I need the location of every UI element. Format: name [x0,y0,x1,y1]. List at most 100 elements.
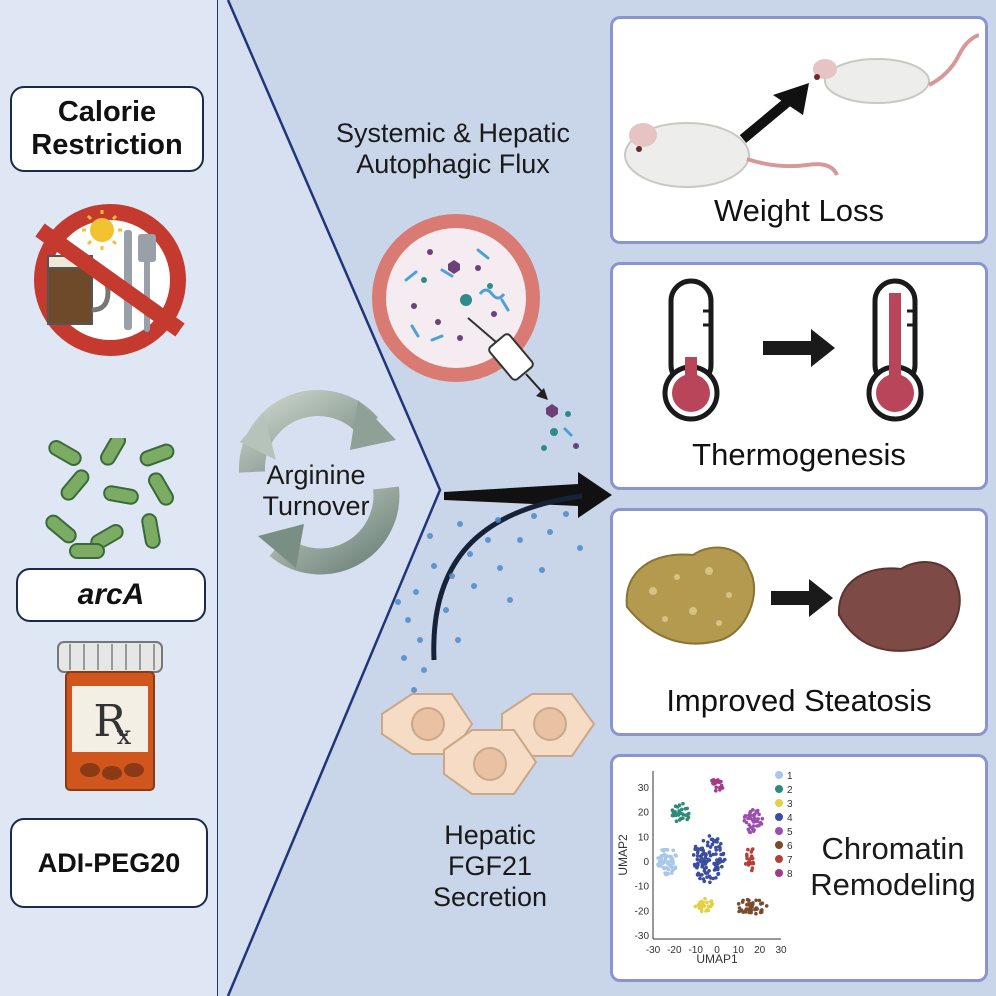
umap-point [677,809,681,813]
umap-point [700,873,704,877]
umap-point [721,852,725,857]
umap-legend-swatch [775,827,783,835]
umap-point [698,900,702,905]
weight-loss-label: Weight Loss [713,193,884,228]
umap-point [681,812,685,817]
umap-point [671,868,676,872]
umap-point [700,864,704,869]
umap-point [680,807,684,812]
umap-point [723,857,727,862]
umap-point [693,904,698,909]
main-arrow [444,472,612,518]
umap-point [663,858,668,863]
umap-point [696,849,700,853]
umap-point [707,834,712,838]
umap-point [717,780,722,785]
umap-point [754,819,759,823]
umap-legend-swatch [775,869,783,877]
umap-point [745,856,749,861]
umap-point [702,904,706,908]
umap-point [708,853,713,858]
umap-point [693,847,697,851]
umap-point [659,854,663,858]
cycle-arrows-icon [238,390,400,575]
umap-point [703,897,707,901]
umap-point [670,808,675,812]
fgf21-curve-arrow [431,493,583,661]
umap-point [749,910,753,915]
umap-point [708,880,712,885]
umap-point [695,865,699,870]
umap-point [748,813,753,817]
umap-ylabel: UMAP2 [616,834,630,876]
umap-point [706,904,711,909]
umap-y-tick: 0 [643,857,649,868]
chevron-line [226,0,442,996]
umap-point [695,854,700,858]
umap-point [708,845,713,849]
umap-point [692,862,697,867]
umap-point [720,864,724,869]
umap-point [681,801,685,806]
umap-point [741,898,745,903]
umap-point [681,816,685,820]
umap-legend-label: 1 [787,771,793,782]
umap-x-tick: 20 [754,945,766,956]
arginine-turnover-label: Arginine Turnover [262,460,370,522]
umap-point [704,871,708,875]
steatosis-label: Improved Steatosis [666,683,932,718]
umap-point [701,848,706,853]
umap-point [686,812,690,817]
umap-legend-label: 8 [787,869,793,880]
umap-point [714,852,718,856]
umap-x-tick: -20 [667,945,682,956]
fgf21-secretion-label: Hepatic FGF21 Secretion [432,820,548,913]
umap-point [755,824,759,828]
umap-point [716,865,720,870]
chevron-region [218,0,440,996]
umap-point [704,909,708,913]
umap-point [697,906,701,910]
umap-point [757,898,762,903]
umap-x-tick: -30 [646,945,661,956]
umap-point [748,810,752,815]
umap-point [695,857,700,862]
umap-point [683,807,688,811]
umap-point [702,852,706,856]
umap-point [711,876,715,881]
umap-point [704,865,708,870]
umap-point [707,858,712,862]
umap-point [742,815,747,819]
umap-y-tick: -30 [635,931,650,942]
bacteria-icon [45,438,175,559]
umap-legend-label: 3 [787,799,793,810]
umap-point [754,898,758,903]
umap-legend-swatch [775,841,783,849]
umap-legend-swatch [775,855,783,863]
thermogenesis-label: Thermogenesis [692,437,906,472]
thermogenesis-card: Thermogenesis [610,262,988,490]
umap-point [737,906,742,910]
umap-point [764,904,769,908]
umap-legend-swatch [775,813,783,821]
umap-point [737,909,741,914]
umap-point [747,898,751,903]
umap-point [669,860,673,864]
umap-legend-label: 6 [787,841,793,852]
umap-point [666,867,671,872]
umap-point [748,825,753,829]
umap-point [714,788,718,793]
umap-point [703,862,708,866]
umap-point [674,819,679,823]
umap-legend-swatch [775,799,783,807]
umap-y-tick: -10 [635,882,650,893]
umap-x-tick: -10 [688,945,703,956]
hepatocytes-icon [381,693,596,795]
umap-point [759,822,764,826]
umap-point [660,848,664,852]
umap-point [747,859,751,863]
umap-point [746,827,751,832]
umap-point [676,813,681,817]
